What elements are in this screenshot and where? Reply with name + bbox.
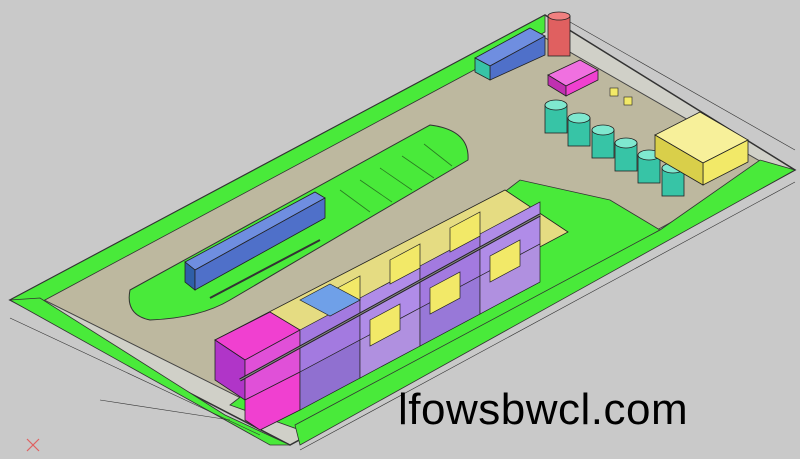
teal-tank [591, 124, 615, 159]
grass-strip-east [294, 159, 797, 446]
grass-strip-south-west [8, 297, 291, 446]
blue-warehouse [184, 191, 326, 291]
dimension-lines [9, 21, 796, 451]
pipe-rack [209, 239, 321, 299]
red-tank [547, 11, 571, 57]
teal-tank [614, 137, 638, 172]
magenta-building [547, 59, 599, 97]
yellow-buildings-right [654, 111, 749, 186]
top-blue-block [474, 27, 546, 81]
ucs-cross-icon [26, 438, 40, 452]
teal-tank [637, 149, 661, 184]
parking-lines [339, 143, 453, 213]
watermark-text: lfowsbwcl.com [398, 385, 689, 434]
small-yellow-unit-2 [623, 96, 633, 106]
conveyor-highlight [239, 214, 541, 381]
small-yellow-unit-1 [609, 87, 619, 97]
magenta-rooms [214, 311, 301, 431]
teal-tank-group [544, 99, 685, 197]
blue-room [299, 283, 361, 317]
teal-tank [567, 112, 591, 147]
teal-tank [544, 99, 568, 134]
